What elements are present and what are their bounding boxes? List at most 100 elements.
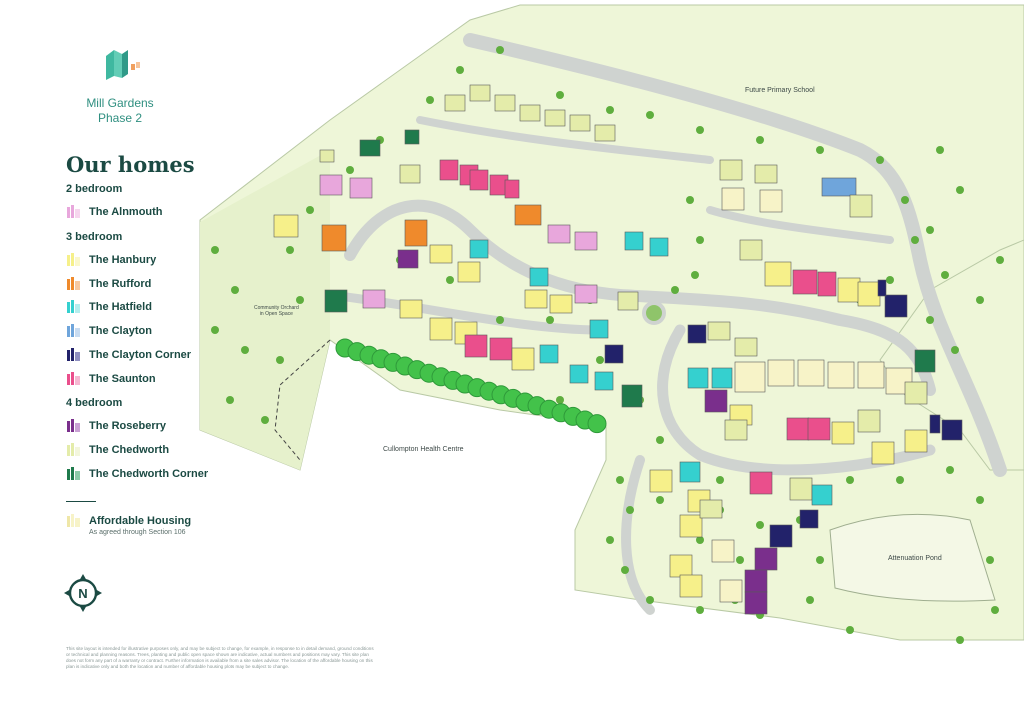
house-plot	[574, 284, 598, 304]
tree-icon	[736, 556, 744, 564]
tree-icon	[646, 596, 654, 604]
tree-icon	[986, 556, 994, 564]
house-plot	[511, 347, 535, 371]
tree-icon	[496, 316, 504, 324]
tree-icon	[911, 236, 919, 244]
house-plot	[469, 84, 491, 102]
legend-item-label: The Hanbury	[89, 254, 157, 266]
house-plot	[704, 389, 728, 413]
house-plot	[734, 361, 766, 393]
tree-icon	[616, 476, 624, 484]
house-swatch-icon	[67, 324, 80, 337]
tree-icon	[456, 66, 464, 74]
attenuation-pond-area	[829, 513, 996, 602]
tree-icon	[816, 146, 824, 154]
tree-icon	[976, 296, 984, 304]
house-plots	[273, 84, 963, 615]
tree-icon	[606, 106, 614, 114]
house-plot	[669, 554, 693, 578]
house-plot	[349, 177, 373, 199]
roundabout	[642, 301, 666, 325]
house-plot	[759, 189, 783, 213]
brand-line1: Mill Gardens	[86, 96, 154, 110]
house-plot	[719, 579, 743, 603]
house-plot	[649, 237, 669, 257]
tree-icon	[226, 396, 234, 404]
house-swatch-icon	[67, 277, 80, 290]
house-swatch-icon	[67, 467, 80, 480]
house-plot	[754, 547, 778, 571]
legend-divider	[66, 501, 96, 502]
house-plot	[273, 214, 299, 238]
house-plot	[754, 164, 778, 184]
legend-item-label: The Clayton Corner	[89, 349, 192, 361]
house-plot	[594, 124, 616, 142]
house-swatch-icon	[67, 205, 80, 218]
house-plot	[744, 569, 768, 593]
house-plot	[687, 324, 707, 344]
house-plot	[621, 384, 643, 408]
house-plot	[904, 429, 928, 453]
legend-title: Our homes	[66, 152, 195, 177]
compass-letter: N	[78, 586, 87, 601]
house-plot	[514, 204, 542, 226]
tree-icon	[261, 416, 269, 424]
tree-icon	[816, 556, 824, 564]
legend-item-hatfield: The Hatfield	[66, 299, 152, 315]
house-swatch-icon	[67, 348, 80, 361]
brand-line2: Phase 2	[97, 111, 143, 125]
house-plot	[764, 261, 792, 287]
house-plot	[519, 104, 541, 122]
tree-icon	[846, 476, 854, 484]
tree-icon	[286, 246, 294, 254]
house-plot	[504, 179, 520, 199]
tree-icon	[991, 606, 999, 614]
house-plot	[721, 187, 745, 211]
house-plot	[767, 359, 795, 387]
house-plot	[319, 149, 335, 163]
house-plot	[699, 499, 723, 519]
tree-icon	[626, 506, 634, 514]
brand-name: Mill Gardens Phase 2	[60, 96, 180, 126]
tree-icon	[446, 276, 454, 284]
tree-icon	[596, 356, 604, 364]
legend-item-label: The Chedworth Corner	[89, 468, 209, 480]
tree-icon	[686, 196, 694, 204]
house-plot	[529, 267, 549, 287]
legend-item-clayton: The Clayton	[66, 323, 152, 339]
tree-icon	[696, 536, 704, 544]
house-swatch-icon	[67, 514, 80, 527]
tree-icon	[296, 296, 304, 304]
house-plot	[397, 249, 419, 269]
group-label-4-bedroom: 4 bedroom	[66, 397, 123, 409]
tree-icon	[996, 256, 1004, 264]
tree-icon	[696, 606, 704, 614]
house-plot	[469, 239, 489, 259]
house-plot	[711, 367, 733, 389]
house-plot	[549, 294, 573, 314]
tree-icon	[696, 236, 704, 244]
tree-icon	[806, 596, 814, 604]
tree-icon	[621, 566, 629, 574]
tree-icon	[426, 96, 434, 104]
house-swatch-icon	[67, 300, 80, 313]
tree-icon	[956, 636, 964, 644]
tree-icon	[901, 196, 909, 204]
hedge-tree-icon	[587, 414, 607, 434]
house-plot	[679, 514, 703, 538]
north-compass-icon: N	[64, 574, 102, 612]
house-plot	[617, 291, 639, 311]
legend-item-alnmouth: The Alnmouth	[66, 204, 163, 220]
house-plot	[494, 94, 516, 112]
mill-gardens-logo	[106, 50, 140, 80]
tree-icon	[231, 286, 239, 294]
east-road	[706, 206, 894, 244]
house-plot	[797, 359, 825, 387]
map-label-pond: Attenuation Pond	[888, 555, 942, 562]
legend-item-label: Affordable Housing	[89, 515, 192, 527]
house-plot	[399, 299, 423, 319]
legend-item-label: The Clayton	[89, 325, 152, 337]
house-plot	[439, 159, 459, 181]
legend-item-label: The Hatfield	[89, 301, 152, 313]
